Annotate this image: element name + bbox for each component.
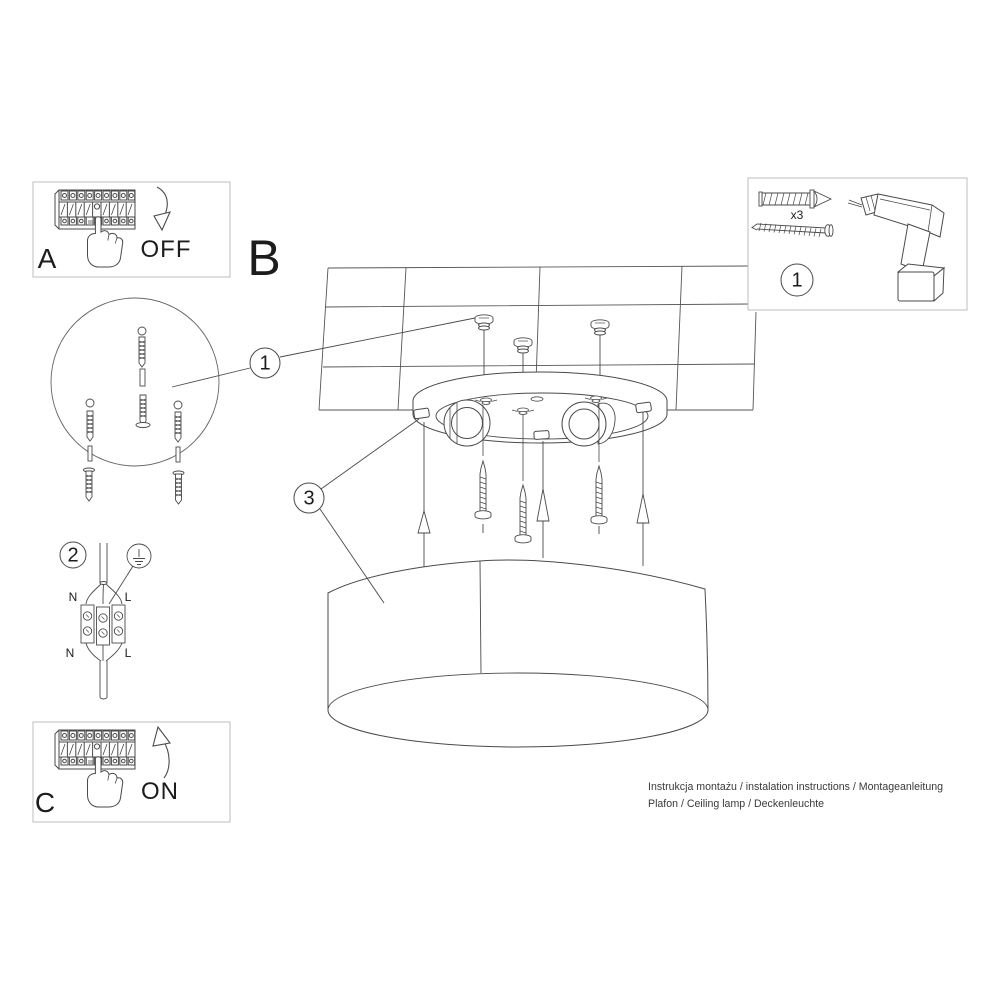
parts-panel bbox=[747, 177, 968, 311]
callout-1-number: 1 bbox=[259, 352, 271, 375]
footer-line-1: Instrukcja montażu / instalation instruc… bbox=[648, 781, 944, 793]
fixing-screws-icon bbox=[474, 403, 608, 544]
lamp-holder-left-icon bbox=[443, 399, 491, 447]
wire-l-bottom-label: L bbox=[124, 646, 132, 660]
wiring-diagram-icon bbox=[80, 543, 152, 700]
callout-3-circle bbox=[293, 482, 325, 514]
callout-2-circle bbox=[59, 541, 87, 569]
wire-l-top-label: L bbox=[124, 590, 132, 604]
plug-quantity-label: x3 bbox=[790, 208, 804, 222]
drill-icon bbox=[847, 193, 946, 303]
ground-symbol-icon bbox=[126, 543, 152, 569]
off-label: OFF bbox=[140, 236, 192, 263]
drill-holes-detail-icon bbox=[50, 297, 251, 505]
footer-text: Instrukcja montażu / instalation instruc… bbox=[648, 779, 943, 813]
callout-2-number: 2 bbox=[67, 544, 79, 567]
callout-1-leader-line bbox=[279, 317, 476, 358]
callout-1-circle bbox=[249, 347, 281, 379]
callout-3-leader-lines bbox=[319, 418, 420, 604]
step-a-label: A bbox=[37, 243, 57, 274]
lamp-holder-right-icon bbox=[561, 401, 616, 447]
step-b-label: B bbox=[247, 230, 281, 286]
panel-c bbox=[32, 721, 231, 823]
mounting-plate-icon bbox=[412, 371, 668, 447]
parts-callout-1-number: 1 bbox=[791, 269, 803, 292]
step-c-label: C bbox=[34, 787, 56, 818]
lampshade-icon bbox=[327, 559, 709, 748]
terminal-block-icon bbox=[80, 604, 126, 646]
footer-line-2: Plafon / Ceiling lamp / Deckenleuchte bbox=[648, 798, 825, 810]
wire-n-top-label: N bbox=[68, 590, 78, 604]
assembly-arrows-icon bbox=[417, 412, 650, 583]
wall-plug-icon bbox=[758, 189, 833, 209]
on-label: ON bbox=[141, 778, 179, 805]
mounting-screw-icon bbox=[751, 222, 834, 238]
arrow-down-icon bbox=[153, 186, 171, 232]
panel-a bbox=[32, 181, 231, 278]
arrow-up-icon bbox=[152, 725, 171, 779]
wire-n-bottom-label: N bbox=[65, 646, 75, 660]
callout-3-number: 3 bbox=[303, 487, 315, 510]
parts-callout-1-circle bbox=[780, 263, 814, 297]
